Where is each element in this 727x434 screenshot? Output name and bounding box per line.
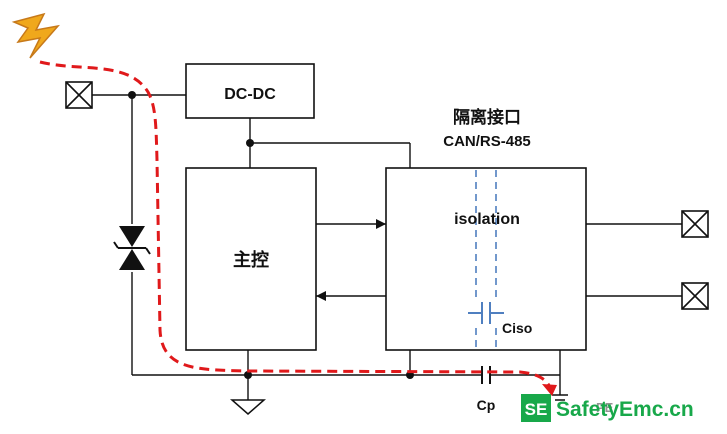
ciso-label: Ciso bbox=[502, 320, 532, 336]
ciso-capacitor-icon bbox=[468, 302, 504, 324]
main-control-block: 主控 bbox=[185, 167, 317, 351]
arrow-to-isolation-icon bbox=[376, 219, 386, 229]
isolated-interface-block: isolation bbox=[385, 167, 587, 351]
watermark-logo: SE SafetyEmc.cn bbox=[521, 394, 694, 422]
cp-capacitor-icon bbox=[481, 366, 491, 384]
ground-icon bbox=[230, 399, 266, 415]
output-connector-2-icon bbox=[681, 282, 709, 310]
isolated-interface-title: 隔离接口 bbox=[453, 107, 521, 127]
pe-ground-icon bbox=[552, 394, 568, 401]
input-connector-icon bbox=[65, 81, 93, 109]
watermark-badge: SE bbox=[525, 400, 548, 419]
isolation-label: isolation bbox=[454, 211, 520, 228]
bus-types-label: CAN/RS-485 bbox=[443, 133, 531, 150]
arrow-to-main-control-icon bbox=[316, 291, 326, 301]
pe-label: PE bbox=[596, 400, 614, 415]
output-connector-1-icon bbox=[681, 210, 709, 238]
surge-current-path bbox=[39, 60, 554, 393]
watermark-text: SafetyEmc.cn bbox=[556, 398, 694, 421]
dcdc-block: DC-DC bbox=[185, 63, 315, 119]
tvs-diode-icon bbox=[113, 224, 151, 272]
lightning-icon bbox=[11, 12, 60, 59]
wiring bbox=[92, 94, 682, 400]
surge-arrow-icon bbox=[542, 384, 557, 396]
cp-label: Cp bbox=[477, 397, 496, 413]
main-control-label: 主控 bbox=[233, 249, 269, 270]
dcdc-label: DC-DC bbox=[224, 86, 276, 103]
